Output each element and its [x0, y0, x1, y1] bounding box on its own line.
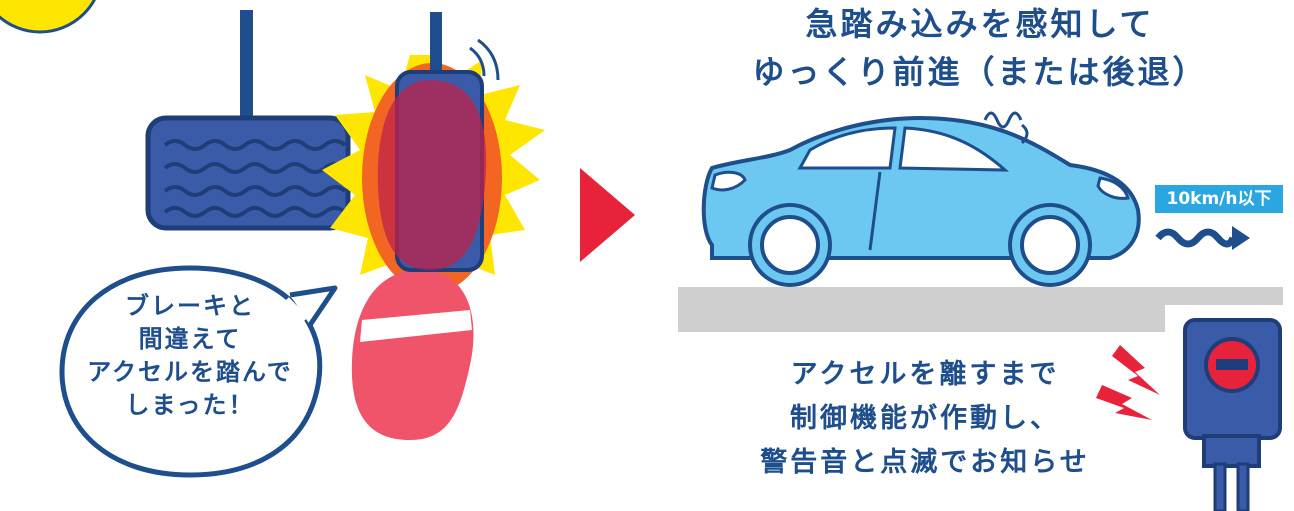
arrow-right-icon	[580, 168, 635, 262]
bubble-text: ブレーキと 間違えて アクセルを踏んで しまった！	[55, 290, 325, 422]
bubble-line-1: ブレーキと	[125, 292, 255, 320]
lightning-icon	[1096, 345, 1160, 420]
accelerator-pedal-icon	[377, 12, 500, 272]
speech-bubble	[59, 265, 338, 478]
notice-line-3: 警告音と点滅でお知らせ	[760, 447, 1090, 478]
notice-line-1: アクセルを離すまで	[790, 359, 1060, 390]
notice-line-2: 制御機能が作動し、	[790, 403, 1060, 434]
notice-text: アクセルを離すまで 制御機能が作動し、 警告音と点滅でお知らせ	[715, 353, 1135, 485]
heading-line-2: ゆっくり前進（または後退）	[752, 53, 1208, 91]
motion-arrow-icon	[1155, 226, 1250, 250]
foot-icon	[351, 270, 474, 440]
heading: 急踏み込みを感知して ゆっくり前進（または後退）	[700, 0, 1260, 96]
speed-badge: 10km/h以下	[1155, 185, 1283, 213]
badge-corner	[0, 0, 96, 34]
car-icon	[701, 111, 1141, 287]
bubble-line-2: 間違えて	[138, 325, 242, 353]
bubble-line-4: しまった！	[125, 391, 255, 419]
brake-pedal-icon	[145, 10, 351, 231]
bubble-line-3: アクセルを踏んで	[87, 358, 293, 386]
warning-device-icon	[1183, 318, 1282, 511]
heading-line-1: 急踏み込みを感知して	[805, 5, 1155, 43]
